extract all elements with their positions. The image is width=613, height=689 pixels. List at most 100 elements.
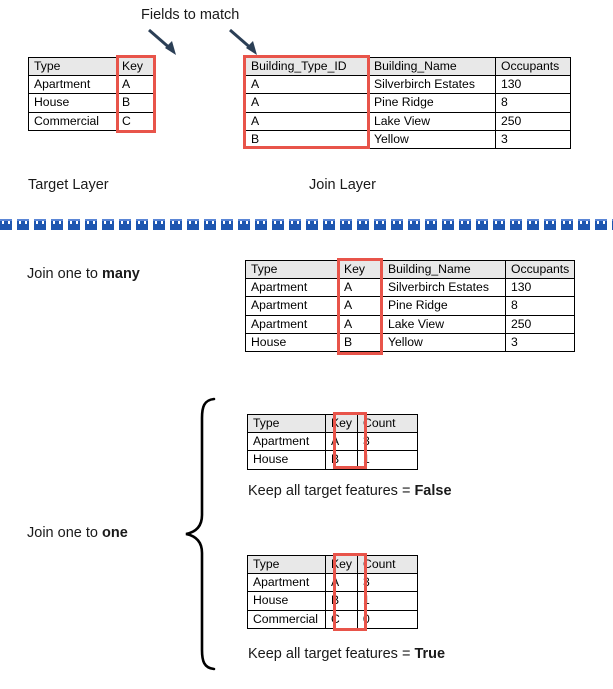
join-one-to-many-prefix: Join one to: [27, 266, 102, 282]
column-header-building-type-id: Building_Type_ID: [245, 56, 369, 77]
table-row: Commercial C 0: [247, 609, 419, 629]
one-to-one-brace: [180, 396, 220, 672]
cell-occupants: 3: [504, 332, 576, 353]
fields-to-match-caption: Fields to match: [141, 7, 240, 23]
column-header-count: Count: [357, 413, 419, 434]
table-row: Apartment A 3: [247, 573, 419, 593]
cell-building-type-id: B: [245, 129, 369, 150]
column-header-key: Key: [324, 413, 359, 434]
column-header-occupants: Occupants: [504, 259, 576, 280]
keep-all-true-label: Keep all target features = True: [248, 647, 445, 662]
keep-all-true-value: True: [414, 646, 446, 662]
table-header-row: Building_Type_ID Building_Name Occupants: [245, 56, 571, 77]
cell-occupants: 130: [495, 75, 571, 95]
keep-all-false-label: Keep all target features = False: [248, 484, 452, 499]
one-to-one-false-table-wrap: Type Key Count Apartment A 3 House B 1: [247, 413, 419, 470]
cell-key: A: [338, 278, 383, 298]
cell-type: Apartment: [247, 573, 326, 593]
table-row: House B Yellow 3: [245, 332, 576, 353]
cell-type: Apartment: [28, 75, 117, 95]
one-to-one-true-table: Type Key Count Apartment A 3 House B 1 C…: [247, 554, 419, 629]
table-header-row: Type Key: [28, 56, 155, 77]
cell-building-name: Silverbirch Estates: [368, 75, 496, 95]
cell-key: B: [324, 591, 359, 611]
table-row: A Lake View 250: [245, 111, 571, 131]
target-layer-label: Target Layer: [28, 177, 109, 193]
cell-occupants: 250: [495, 111, 571, 131]
cell-key: B: [116, 93, 155, 113]
target-layer-table: Type Key Apartment A House B Commercial …: [28, 56, 155, 131]
one-to-many-table: Type Key Building_Name Occupants Apartme…: [245, 259, 576, 353]
cell-building-name: Yellow: [382, 332, 506, 353]
cell-type: Commercial: [247, 609, 326, 629]
table-row: House B 1: [247, 591, 419, 611]
one-to-one-false-table: Type Key Count Apartment A 3 House B 1: [247, 413, 419, 470]
cell-count: 3: [357, 432, 419, 452]
section-divider: [0, 219, 613, 230]
cell-type: Apartment: [245, 278, 339, 298]
join-one-to-one-prefix: Join one to: [27, 525, 102, 541]
table-row: House B: [28, 93, 155, 113]
table-row: A Silverbirch Estates 130: [245, 75, 571, 95]
join-one-to-many-bold: many: [101, 266, 140, 282]
column-header-type: Type: [247, 413, 326, 434]
cell-building-name: Yellow: [368, 129, 496, 150]
cell-key: A: [324, 432, 359, 452]
table-row: Commercial C: [28, 111, 155, 131]
arrow-to-join-key: [226, 28, 272, 58]
join-one-to-many-label: Join one to many: [27, 267, 140, 282]
column-header-key: Key: [338, 259, 383, 280]
target-layer-table-wrap: Type Key Apartment A House B Commercial …: [28, 56, 155, 131]
column-header-type: Type: [245, 259, 339, 280]
cell-type: Apartment: [247, 432, 326, 452]
cell-key: A: [324, 573, 359, 593]
table-header-row: Type Key Count: [247, 554, 419, 575]
column-header-key: Key: [116, 56, 155, 77]
cell-key: B: [338, 332, 383, 353]
cell-building-name: Lake View: [368, 111, 496, 131]
join-one-to-one-label: Join one to one: [27, 526, 128, 541]
table-header-row: Type Key Building_Name Occupants: [245, 259, 576, 280]
join-layer-table: Building_Type_ID Building_Name Occupants…: [245, 56, 571, 150]
keep-all-false-value: False: [414, 483, 452, 499]
cell-building-type-id: A: [245, 93, 369, 113]
column-header-key: Key: [324, 554, 359, 575]
cell-building-name: Pine Ridge: [368, 93, 496, 113]
cell-occupants: 250: [504, 314, 576, 334]
cell-count: 1: [357, 450, 419, 470]
table-row: Apartment A Silverbirch Estates 130: [245, 278, 576, 298]
table-row: House B 1: [247, 450, 419, 470]
join-one-to-one-bold: one: [101, 525, 128, 541]
cell-key: C: [116, 111, 155, 131]
table-row: A Pine Ridge 8: [245, 93, 571, 113]
join-layer-table-wrap: Building_Type_ID Building_Name Occupants…: [245, 56, 571, 150]
cell-key: A: [116, 75, 155, 95]
cell-building-name: Silverbirch Estates: [382, 278, 506, 298]
join-layer-label: Join Layer: [309, 177, 376, 193]
cell-key: A: [338, 314, 383, 334]
cell-occupants: 130: [504, 278, 576, 298]
cell-type: Commercial: [28, 111, 117, 131]
arrow-to-target-key: [145, 28, 191, 58]
cell-type: House: [247, 591, 326, 611]
cell-key: C: [324, 609, 359, 629]
column-header-count: Count: [357, 554, 419, 575]
table-row: Apartment A Pine Ridge 8: [245, 296, 576, 316]
cell-count: 0: [357, 609, 419, 629]
column-header-type: Type: [28, 56, 117, 77]
keep-all-false-prefix: Keep all target features =: [248, 483, 415, 499]
table-row: B Yellow 3: [245, 129, 571, 150]
cell-type: House: [28, 93, 117, 113]
cell-building-name: Lake View: [382, 314, 506, 334]
one-to-one-true-table-wrap: Type Key Count Apartment A 3 House B 1 C…: [247, 554, 419, 629]
table-header-row: Type Key Count: [247, 413, 419, 434]
column-header-building-name: Building_Name: [382, 259, 506, 280]
table-row: Apartment A: [28, 75, 155, 95]
cell-type: House: [247, 450, 326, 470]
keep-all-true-prefix: Keep all target features =: [248, 646, 415, 662]
cell-occupants: 8: [504, 296, 576, 316]
cell-type: Apartment: [245, 314, 339, 334]
column-header-occupants: Occupants: [495, 56, 571, 77]
cell-type: Apartment: [245, 296, 339, 316]
